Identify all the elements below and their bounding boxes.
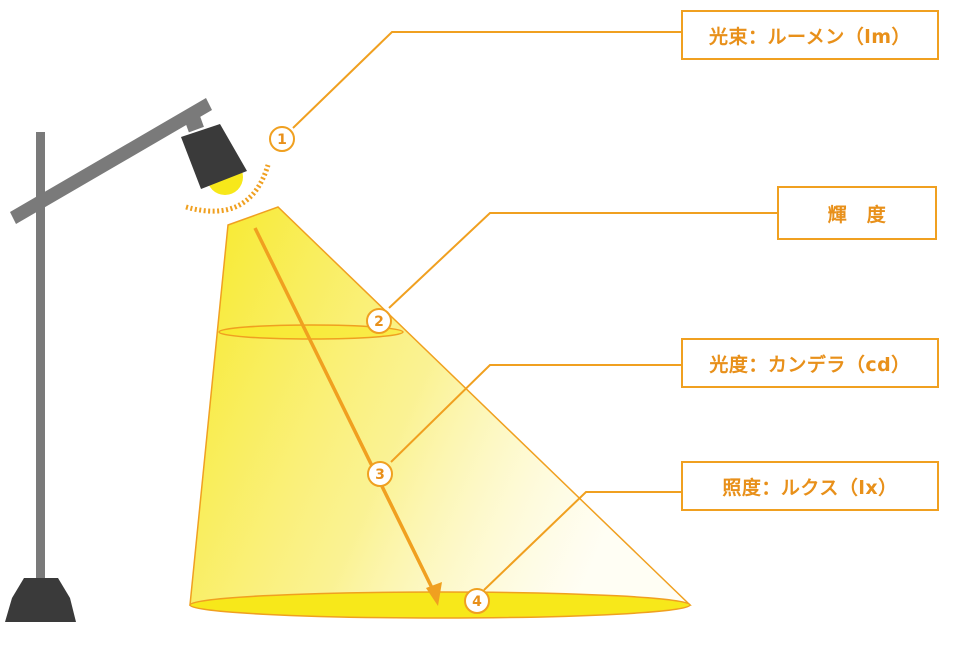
candela-label: 光度：カンデラ（cd） xyxy=(681,338,939,388)
stand-arm xyxy=(10,98,212,224)
marker-1: 1 xyxy=(269,126,295,152)
leader-line-lux xyxy=(483,491,681,591)
intensity-arrow-shaft xyxy=(253,227,436,593)
leader-line-candela xyxy=(390,364,681,463)
lamp-connector xyxy=(184,113,204,133)
marker-3: 3 xyxy=(367,461,393,487)
stand-pole xyxy=(36,132,45,590)
marker-2-number: 2 xyxy=(374,314,384,330)
marker-4: 4 xyxy=(464,588,490,614)
lamp-shade xyxy=(181,124,247,189)
marker-1-number: 1 xyxy=(277,132,287,148)
intensity-arrow-head xyxy=(426,582,442,606)
marker-3-number: 3 xyxy=(375,467,385,483)
stand-base xyxy=(5,578,76,622)
illuminance-floor-ellipse xyxy=(189,591,691,619)
light-beam-cone xyxy=(189,206,692,606)
luminance-label: 輝 度 xyxy=(777,186,937,240)
leader-line-luminance xyxy=(388,212,777,309)
lumen-label: 光束：ルーメン（lm） xyxy=(681,10,939,60)
marker-4-number: 4 xyxy=(472,594,482,610)
leader-line-lumen xyxy=(292,31,681,129)
marker-2: 2 xyxy=(366,308,392,334)
lux-label: 照度：ルクス（lx） xyxy=(681,461,939,511)
